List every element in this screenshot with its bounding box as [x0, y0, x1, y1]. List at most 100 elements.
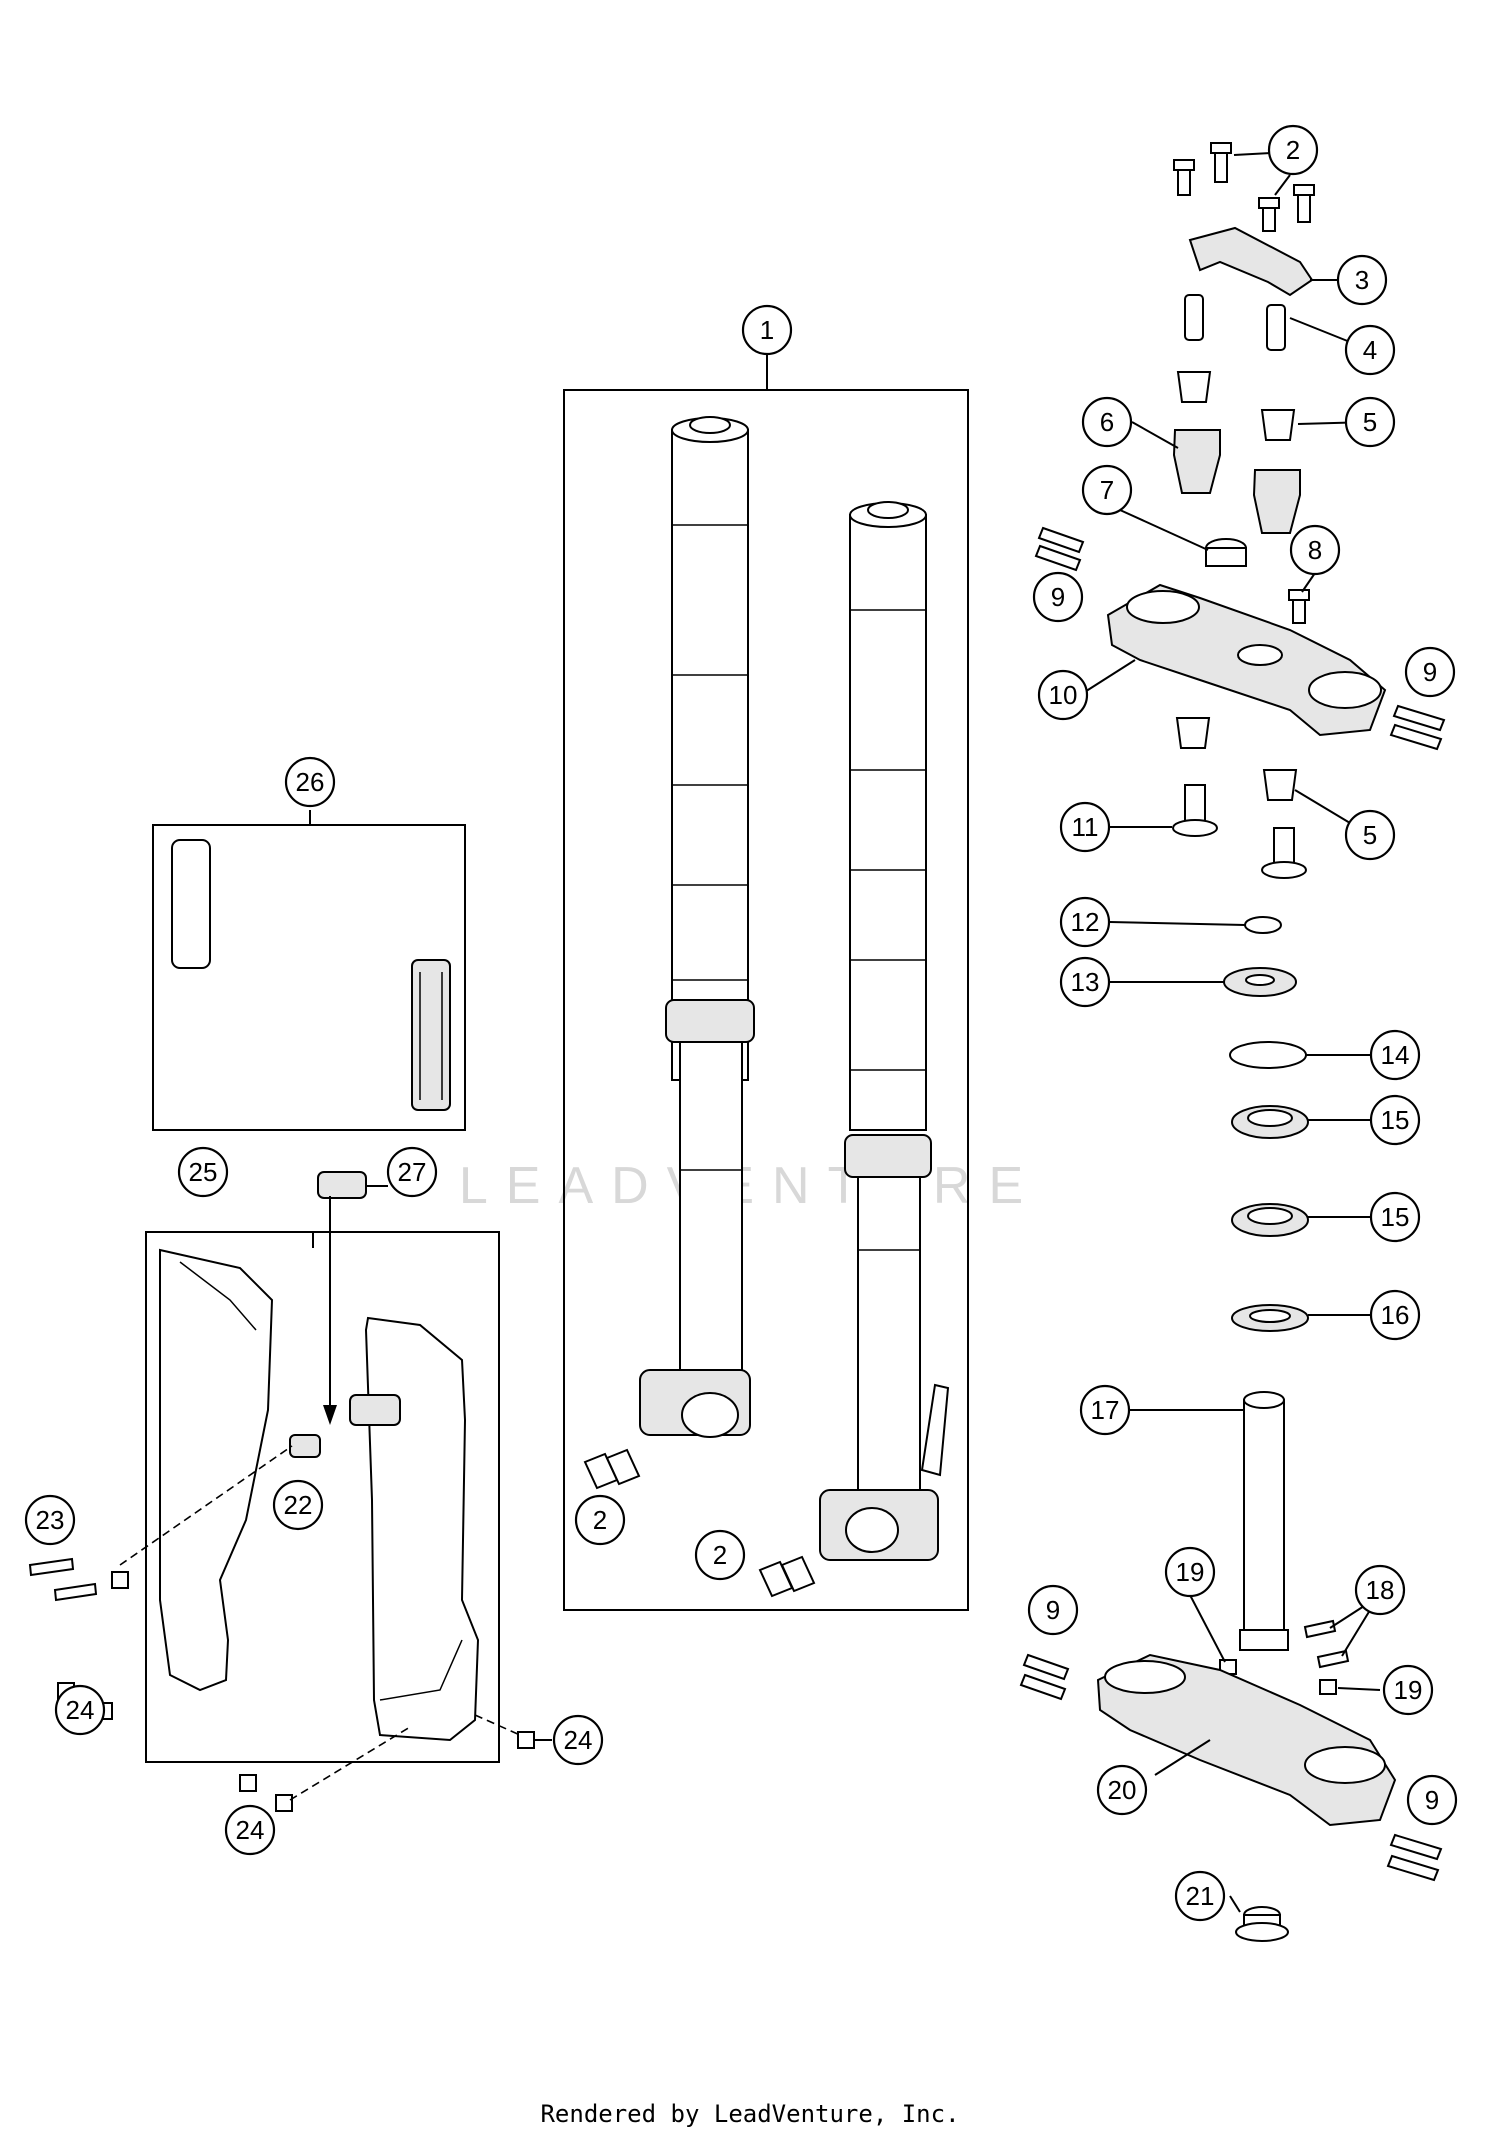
callout-c12: 12: [1059, 896, 1111, 948]
callout-circle: [1344, 396, 1396, 448]
axle-clamp-bolts-left: [583, 1448, 641, 1490]
callout-number: 11: [1072, 812, 1099, 842]
seal-ring: [1229, 1041, 1307, 1069]
axle-clamp-bolts-right: [758, 1555, 816, 1598]
callout-circle: [1174, 1870, 1226, 1922]
callout-circle: [1096, 1764, 1148, 1816]
brake-line-clip-upper: [317, 1171, 367, 1199]
callout-number: 16: [1381, 1300, 1410, 1330]
callout-number: 27: [398, 1157, 427, 1187]
callout-c22: 22: [272, 1479, 324, 1531]
assembly-line-right-screw: [474, 1714, 521, 1736]
callout-circle: [574, 1494, 626, 1546]
callout-number: 8: [1308, 535, 1322, 565]
callout-c24b: 24: [552, 1714, 604, 1766]
callout-number: 21: [1186, 1881, 1215, 1911]
callout-circle: [1027, 1584, 1079, 1636]
callout-circle: [386, 1146, 438, 1198]
callout-circle: [1059, 896, 1111, 948]
callout-circle: [1369, 1029, 1421, 1081]
callout-circle: [1164, 1546, 1216, 1598]
callout-c26: 26: [284, 756, 336, 808]
callout-circle: [284, 756, 336, 808]
callout-number: 20: [1108, 1775, 1137, 1805]
callout-c10: 10: [1037, 669, 1089, 721]
callout-number: 18: [1366, 1575, 1395, 1605]
callout-number: 24: [66, 1695, 95, 1725]
callout-number: 10: [1049, 680, 1078, 710]
callout-c19b: 19: [1382, 1664, 1434, 1716]
assembly-line-screw-clip: [119, 1445, 293, 1566]
callout-number: 3: [1355, 265, 1369, 295]
callout-number: 5: [1363, 407, 1377, 437]
handlebar-clamp-bottom: [1172, 429, 1301, 534]
callout-number: 17: [1091, 1395, 1120, 1425]
callout-c7: 7: [1081, 464, 1133, 516]
callout-c23: 23: [24, 1494, 76, 1546]
guard-screws-left: [28, 1557, 129, 1602]
clip-insertion-arrow: [323, 1196, 337, 1425]
callout-number: 9: [1046, 1595, 1060, 1625]
callout-c14: 14: [1369, 1029, 1421, 1081]
callout-circle: [1404, 646, 1456, 698]
callout-c20: 20: [1096, 1764, 1148, 1816]
callout-number: 9: [1425, 1785, 1439, 1815]
callout-circle: [1336, 254, 1388, 306]
callout-c9b: 9: [1404, 646, 1456, 698]
callout-number: 2: [713, 1540, 727, 1570]
handlebar-clamp-bolts: [1173, 142, 1315, 232]
callout-number: 25: [189, 1157, 218, 1187]
callout-number: 26: [296, 767, 325, 797]
callout-circle: [54, 1684, 106, 1736]
callout-c1: 1: [741, 304, 793, 356]
callout-circle: [1382, 1664, 1434, 1716]
callout-circle: [1032, 571, 1084, 623]
callout-c2b: 2: [694, 1529, 746, 1581]
callout-number: 23: [36, 1505, 65, 1535]
callout-number: 12: [1071, 907, 1100, 937]
rubber-damper-lower-right: [1262, 769, 1298, 801]
brake-line-clip-lower: [289, 1434, 321, 1458]
callout-c13: 13: [1059, 956, 1111, 1008]
steering-stem: [1239, 1391, 1289, 1651]
callout-c17: 17: [1079, 1384, 1131, 1436]
handlebar-clamp-top: [1188, 226, 1314, 297]
callout-c2a: 2: [574, 1494, 626, 1546]
callout-number: 14: [1381, 1040, 1410, 1070]
lower-bearing-seal: [1231, 1304, 1309, 1332]
callout-c2c: 2: [1267, 124, 1319, 176]
callout-number: 4: [1363, 335, 1377, 365]
callout-c4: 4: [1344, 324, 1396, 376]
callout-c15a: 15: [1369, 1094, 1421, 1146]
callout-number: 2: [593, 1505, 607, 1535]
callout-circle: [1406, 1774, 1458, 1826]
callout-c15b: 15: [1369, 1191, 1421, 1243]
callout-c16: 16: [1369, 1289, 1421, 1341]
nuts-lower: [1219, 1659, 1337, 1695]
lower-triple-clamp: [1096, 1653, 1397, 1827]
callout-circle: [1369, 1094, 1421, 1146]
callout-circle: [1267, 124, 1319, 176]
callout-number: 24: [236, 1815, 265, 1845]
rubber-dampers: [1176, 371, 1296, 441]
guard-clip-mounted: [349, 1394, 401, 1426]
callout-circle: [272, 1479, 324, 1531]
callout-circle: [24, 1494, 76, 1546]
callout-number: 15: [1381, 1202, 1410, 1232]
callout-number: 24: [564, 1725, 593, 1755]
callout-circle: [1037, 669, 1089, 721]
callout-number: 15: [1381, 1105, 1410, 1135]
callout-c19a: 19: [1164, 1546, 1216, 1598]
callout-number: 5: [1363, 820, 1377, 850]
render-credit: Rendered by LeadVenture, Inc.: [540, 2100, 960, 2128]
callout-number: 13: [1071, 967, 1100, 997]
callout-circle: [694, 1529, 746, 1581]
watermark-text: LEADVENTURE: [459, 1157, 1041, 1215]
callout-c27: 27: [386, 1146, 438, 1198]
callout-circle: [224, 1804, 276, 1856]
callout-circle: [1344, 809, 1396, 861]
o-ring: [1244, 916, 1282, 934]
callout-circle: [741, 304, 793, 356]
fork-leg-right: [819, 501, 950, 1561]
